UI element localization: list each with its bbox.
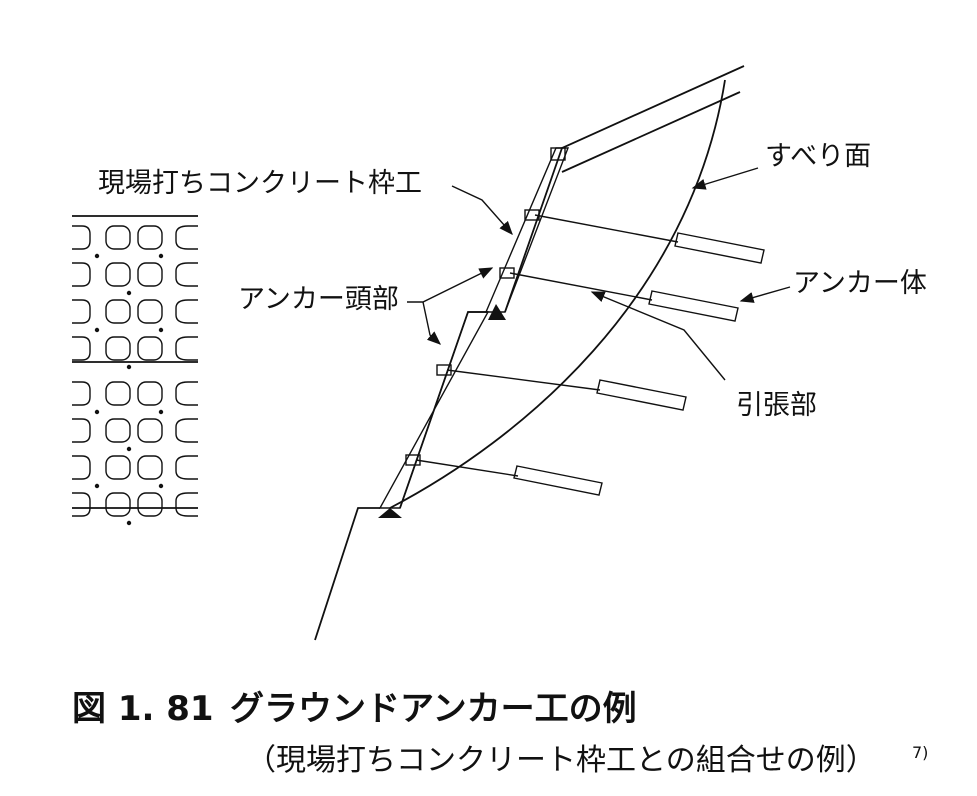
anchor-dot <box>94 409 100 415</box>
frame-cell <box>72 381 91 406</box>
frame-cell <box>137 381 163 406</box>
frame-cell <box>105 455 131 480</box>
frame-cell <box>137 455 163 480</box>
anchor-dot <box>126 520 132 526</box>
frame-cell <box>72 336 91 361</box>
caption-number: 図 1. 81 <box>72 689 214 729</box>
frame-cell <box>175 381 198 406</box>
frame-cell <box>72 455 91 480</box>
caption-ref: 7) <box>912 743 928 762</box>
anchor-dot <box>158 327 164 333</box>
label-anchor-head: アンカー頭部 <box>238 284 399 315</box>
label-tension-part: 引張部 <box>736 390 817 421</box>
frame-cell <box>175 262 198 287</box>
frame-cell <box>105 381 131 406</box>
frame-cell <box>175 455 198 480</box>
anchor-dot <box>158 409 164 415</box>
frame-cell <box>105 225 131 250</box>
frame-cell <box>175 336 198 361</box>
anchor-dot <box>126 364 132 370</box>
frame-cell <box>175 225 198 250</box>
frame-cell <box>72 262 91 287</box>
label-frame: 現場打ちコンクリート枠工 <box>98 168 422 199</box>
anchor-dot <box>158 253 164 259</box>
frame-cell <box>175 418 198 443</box>
frame-cell <box>137 225 163 250</box>
anchor-dot <box>126 446 132 452</box>
anchor-dot <box>94 253 100 259</box>
frame-cell <box>137 492 163 517</box>
frame-cell <box>137 262 163 287</box>
frame-cell <box>105 492 131 517</box>
frame-cell <box>105 336 131 361</box>
frame-elevation <box>72 215 198 526</box>
caption-title: グラウンドアンカー工の例 <box>230 689 637 729</box>
frame-cell <box>137 418 163 443</box>
frame-cell <box>72 418 91 443</box>
frame-cell <box>105 262 131 287</box>
leaders <box>407 167 791 381</box>
frame-cell <box>72 492 91 517</box>
frame-cell <box>137 299 163 324</box>
label-anchor-body: アンカー体 <box>793 268 927 299</box>
anchor-dot <box>158 483 164 489</box>
frame-cell <box>72 225 91 250</box>
anchor-dot <box>126 290 132 296</box>
frame-cell <box>105 418 131 443</box>
frame-cell <box>72 299 91 324</box>
frame-cell <box>175 492 198 517</box>
frame-cell <box>137 336 163 361</box>
anchor-dot <box>94 483 100 489</box>
frame-cell <box>105 299 131 324</box>
frame-cell <box>175 299 198 324</box>
slope-profile <box>314 65 765 641</box>
anchor-dot <box>94 327 100 333</box>
label-slip-surface: すべり面 <box>765 141 871 172</box>
caption-subtitle: （現場打ちコンクリート枠工との組合せの例） <box>246 743 876 778</box>
